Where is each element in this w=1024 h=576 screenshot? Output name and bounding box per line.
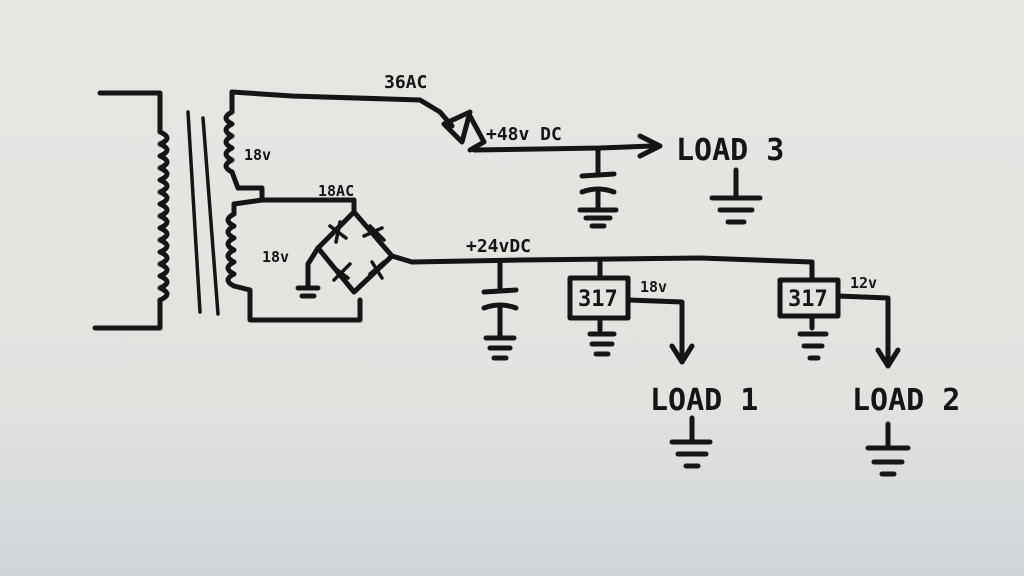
label-36ac: 36AC	[384, 72, 427, 93]
secondary-winding-bottom	[225, 197, 363, 323]
bridge-rectifier	[259, 197, 395, 299]
label-24v-dc: +24vDC	[466, 236, 531, 257]
label-reg2: 317	[788, 287, 828, 312]
capacitor-24v	[481, 259, 519, 361]
dc-24-rail	[389, 253, 815, 265]
regulator-2	[777, 259, 901, 369]
regulator-1	[567, 259, 695, 365]
ground-load2	[865, 421, 911, 477]
label-winding-bottom: 18v	[262, 248, 289, 266]
label-reg1-out: 18v	[640, 278, 667, 296]
secondary-winding-top	[223, 89, 265, 203]
capacitor-48v	[577, 147, 619, 229]
ac-36-wire	[229, 89, 663, 159]
ground-load1	[669, 415, 713, 469]
label-load2: LOAD 2	[852, 383, 960, 418]
label-18ac: 18AC	[318, 182, 354, 200]
ground-load3	[709, 167, 763, 225]
transformer-core	[186, 110, 220, 316]
label-winding-top: 18v	[244, 146, 271, 164]
transformer-primary	[92, 90, 170, 331]
label-reg1: 317	[578, 287, 618, 312]
label-load3: LOAD 3	[676, 133, 784, 168]
label-reg2-out: 12v	[850, 274, 877, 292]
label-48v-dc: +48v DC	[486, 124, 562, 145]
label-load1: LOAD 1	[650, 383, 758, 418]
